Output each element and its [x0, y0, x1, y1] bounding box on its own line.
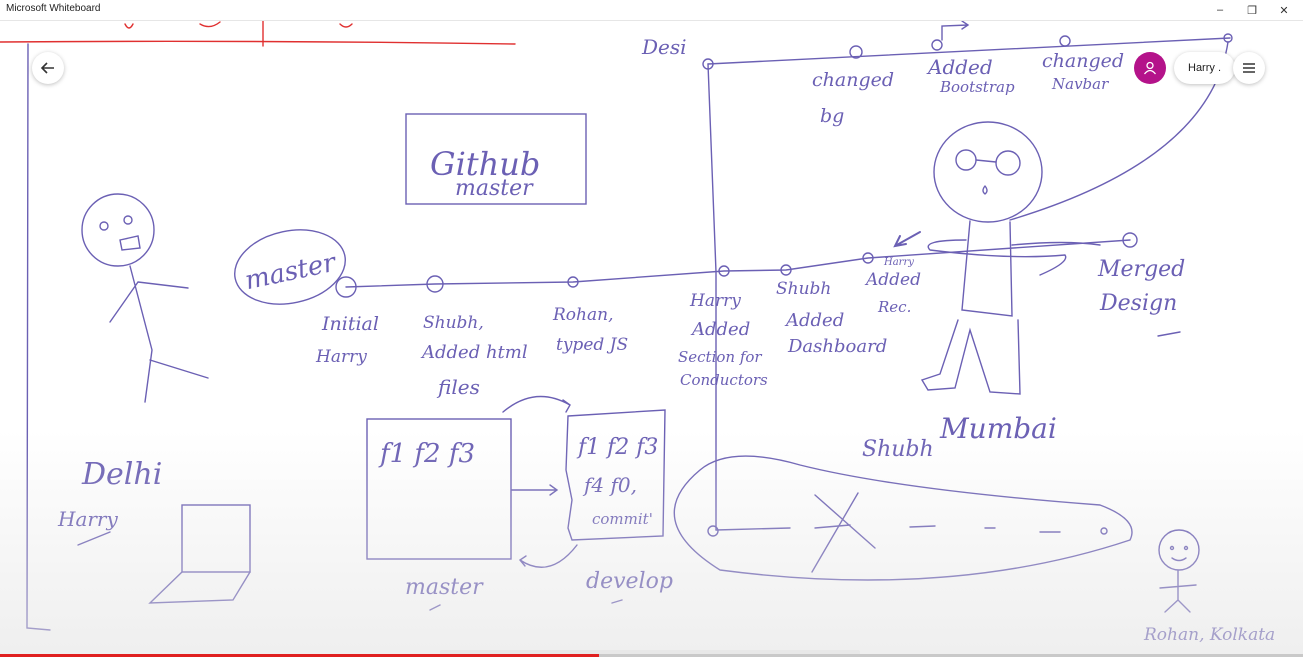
commit-shubh-dashboard-3: Dashboard [787, 336, 887, 357]
master-box-files: f1 f2 f3 [378, 439, 475, 469]
commit-rohan-1: Rohan, [552, 305, 613, 325]
arrow-left-icon [40, 62, 54, 74]
commit-shubh-dashboard-2: Added [784, 310, 844, 331]
user-avatar[interactable] [1134, 52, 1166, 84]
design-branch-label: Desi [641, 35, 687, 59]
design-branch-line [707, 37, 1231, 65]
commit-harry-rec-2: Added [864, 270, 921, 290]
commit-merged-1: Merged [1097, 257, 1185, 282]
red-ink-line [0, 40, 516, 45]
master-branch-line [345, 239, 1131, 288]
commit-added-bootstrap-1: Added [926, 55, 993, 79]
user-name-button[interactable]: Harry . [1174, 52, 1235, 84]
commit-changed-navbar-1: changed [1042, 50, 1124, 72]
commit-changed-bg-2: bg [820, 105, 844, 127]
maximize-button[interactable]: ❐ [1236, 0, 1268, 20]
commit-initial-2: Harry [315, 347, 367, 367]
user-name-label: Harry . [1188, 62, 1221, 74]
master-box-label: master [405, 575, 484, 600]
place-delhi: Delhi [81, 457, 162, 492]
commit-shubh-html-2: Added html [420, 342, 528, 363]
develop-box-line3: commit' [592, 510, 653, 528]
develop-box-label: develop [586, 569, 673, 594]
video-progress-fill [0, 654, 600, 657]
commit-changed-bg-1: changed [812, 69, 894, 91]
whiteboard-canvas[interactable]: Desi changed bg Added Bootstrap changed … [0, 21, 1303, 657]
window-title: Microsoft Whiteboard [6, 3, 101, 14]
delhi-stick-figure [81, 193, 155, 267]
minimize-button[interactable]: – [1204, 0, 1236, 20]
rohan-stick-figure [1158, 529, 1200, 571]
menu-button[interactable] [1233, 52, 1265, 84]
commit-harry-rec-3: Rec. [877, 298, 911, 316]
close-button[interactable]: ✕ [1268, 0, 1300, 20]
maximize-icon: ❐ [1247, 4, 1257, 17]
back-button[interactable] [32, 52, 64, 84]
mumbai-stick-figure [933, 121, 1043, 223]
commit-shubh-html-3: files [436, 375, 480, 399]
commit-harry-section-4: Conductors [680, 371, 768, 389]
commit-added-bootstrap-2: Bootstrap [939, 78, 1015, 96]
master-oval-label: master [242, 247, 340, 296]
commit-harry-rec-1: Harry [883, 257, 914, 268]
github-box [405, 113, 587, 205]
person-icon [1143, 61, 1157, 75]
master-oval [234, 229, 346, 305]
place-rohan-kolkata: Rohan, Kolkata [1143, 625, 1275, 645]
commit-shubh-html-1: Shubh, [423, 313, 484, 333]
hamburger-menu-icon [1243, 63, 1255, 73]
laptop-drawing [181, 504, 251, 573]
commit-harry-section-2: Added [690, 319, 750, 340]
close-icon: ✕ [1279, 4, 1289, 17]
place-mumbai: Mumbai [939, 412, 1057, 445]
github-box-branch: master [455, 176, 534, 201]
minimize-icon: – [1216, 4, 1224, 16]
place-shubh: Shubh [862, 437, 934, 462]
commit-merged-2: Design [1099, 291, 1177, 316]
pencil-shape [673, 455, 1133, 581]
develop-box-line1: f1 f2 f3 [576, 435, 658, 460]
commit-rohan-2: typed JS [556, 335, 628, 355]
commit-harry-section-3: Section for [678, 348, 762, 366]
github-box-title: Github [430, 145, 540, 183]
video-seek-tooltip-area [440, 650, 860, 657]
commit-shubh-dashboard-1: Shubh [776, 279, 831, 299]
video-progress-bar[interactable] [0, 654, 1303, 657]
left-border-line [26, 43, 51, 631]
commit-changed-navbar-2: Navbar [1051, 75, 1109, 93]
place-harry: Harry [57, 507, 118, 531]
commit-harry-section-1: Harry [689, 291, 741, 311]
develop-box-line2: f4 f0, [582, 473, 637, 497]
title-bar: Microsoft Whiteboard – ❐ ✕ [0, 0, 1303, 21]
ink-layer: Desi changed bg Added Bootstrap changed … [0, 21, 1275, 645]
commit-initial-1: Initial [321, 313, 379, 335]
